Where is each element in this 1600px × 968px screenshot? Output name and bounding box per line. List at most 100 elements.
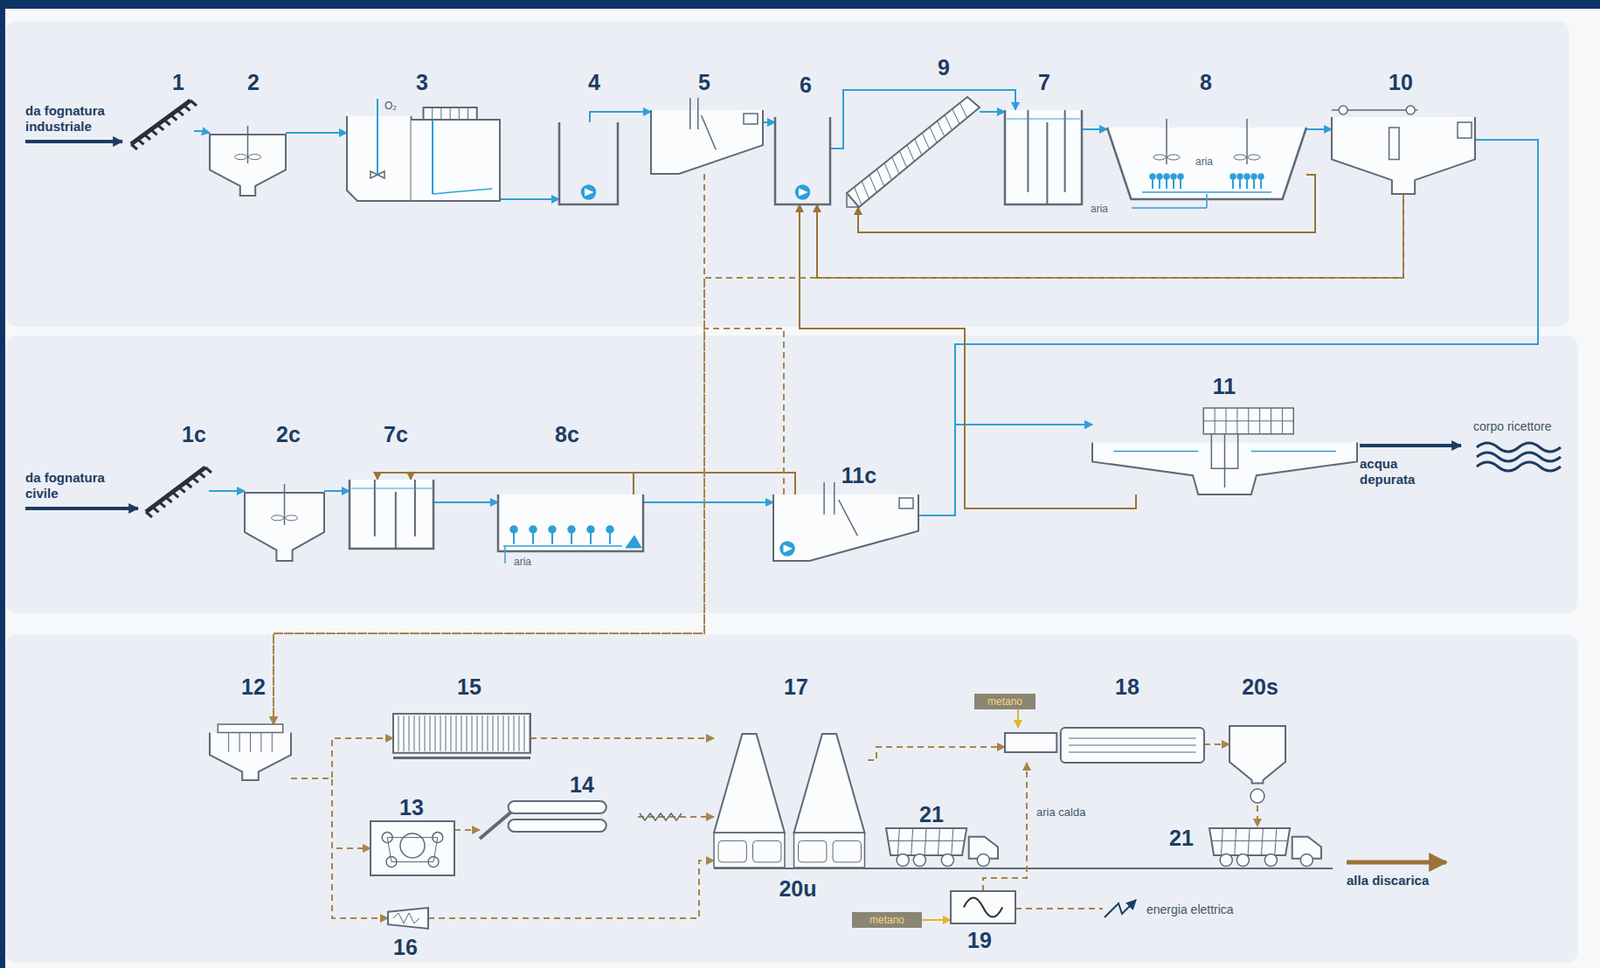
background-art-part xyxy=(5,8,1600,968)
edge-label: aria calda xyxy=(1034,805,1088,820)
screen-symbol-part xyxy=(151,129,158,135)
equipment-unit: 15 xyxy=(393,713,531,763)
truck-symbol-part xyxy=(1219,853,1233,866)
tank7-symbol xyxy=(349,479,434,549)
settler2-symbol-part xyxy=(823,482,825,515)
truck-symbol-part xyxy=(1300,853,1313,866)
flot-symbol-part xyxy=(450,107,451,120)
equipment-unit: 18 xyxy=(1004,727,1205,763)
filter-symbol xyxy=(393,713,531,763)
aer8-symbol-part xyxy=(1237,173,1243,180)
towers-symbol-part xyxy=(753,840,782,862)
flow-line xyxy=(273,328,784,725)
fuel-box: metano xyxy=(851,912,922,929)
settler-symbol-part xyxy=(743,113,758,125)
flot-symbol-part xyxy=(346,116,412,201)
silo-symbol xyxy=(1229,726,1286,806)
tank7-symbol-part xyxy=(1004,110,1082,205)
clar-symbol-part xyxy=(1113,450,1199,453)
callout-number: 5 xyxy=(698,69,711,95)
dryer-symbol-part xyxy=(1068,745,1197,747)
filter-symbol-part xyxy=(487,715,489,752)
filter-symbol-part xyxy=(424,715,426,752)
thick-symbol-part xyxy=(249,733,251,753)
belt-symbol xyxy=(479,801,638,832)
filter-symbol-part xyxy=(513,715,515,752)
aer8-symbol-part xyxy=(1232,178,1234,189)
dryer-symbol-part xyxy=(1060,727,1205,763)
filter-symbol-part xyxy=(482,715,484,752)
filter-symbol-part xyxy=(503,715,505,752)
well-symbol-part xyxy=(581,185,596,200)
equipment-unit: 10 xyxy=(1331,117,1476,194)
mixer-symbol xyxy=(244,489,325,562)
thick-symbol-part xyxy=(271,733,273,753)
equipment-unit: 7c xyxy=(349,479,434,549)
truck-symbol-part xyxy=(1260,828,1263,856)
screen-symbol-part xyxy=(177,110,184,116)
text-label: da fognatura civile xyxy=(25,470,131,502)
flot-symbol-part xyxy=(431,107,433,120)
aer8-symbol-part xyxy=(1156,173,1163,180)
flow-line xyxy=(979,110,1005,113)
background-art-part xyxy=(25,139,123,144)
filter-symbol-part xyxy=(440,715,442,752)
flot-symbol-part xyxy=(431,119,434,194)
equipment-unit: 19 xyxy=(950,891,1016,924)
screen-symbol-part xyxy=(131,100,191,145)
flow-line xyxy=(324,490,350,492)
aer8-symbol-part xyxy=(1233,154,1247,160)
aer8c-symbol-part xyxy=(512,532,515,545)
callout-number: 1c xyxy=(181,422,207,447)
screen-symbol-part xyxy=(157,124,164,131)
aer8-symbol-part xyxy=(1177,173,1184,180)
truck-symbol-part xyxy=(924,828,927,856)
press-symbol xyxy=(370,821,455,876)
equipment-unit: 11 xyxy=(1092,408,1358,495)
screw-symbol-part xyxy=(869,174,877,192)
truck-symbol xyxy=(886,826,998,868)
screen-symbol-part xyxy=(185,482,192,488)
callout-number: 4 xyxy=(588,69,601,95)
aer8c-symbol xyxy=(498,494,644,552)
callout-number: 19 xyxy=(967,928,992,953)
flow-line xyxy=(921,919,951,922)
screen-symbol-part xyxy=(164,119,171,125)
filter-symbol-part xyxy=(456,715,458,752)
aer8-symbol-part xyxy=(1142,191,1272,194)
press-symbol-part xyxy=(387,838,438,863)
aer8-symbol-part xyxy=(1131,207,1207,209)
filter-symbol-part xyxy=(435,715,437,752)
aer8-symbol-part xyxy=(1244,173,1250,180)
thick-symbol-part xyxy=(260,733,262,753)
clar-symbol-part xyxy=(1203,408,1294,435)
equipment-unit: 9 xyxy=(846,96,980,208)
background-art-part xyxy=(1476,443,1561,452)
text-label: alla discarica xyxy=(1346,872,1429,889)
screen-symbol-part xyxy=(183,105,190,111)
mixer-symbol xyxy=(209,131,286,196)
callout-number: 7 xyxy=(1038,69,1051,95)
aer8-symbol-part xyxy=(1153,154,1166,160)
truck-symbol-part xyxy=(976,853,990,866)
screen-symbol-part xyxy=(145,512,153,518)
daf-symbol-part xyxy=(1406,105,1415,115)
gen-symbol xyxy=(950,891,1016,924)
callout-number: 11 xyxy=(1212,374,1236,399)
screw-symbol-part xyxy=(929,126,937,142)
text-label: corpo ricettore xyxy=(1473,419,1552,435)
filter-symbol-part xyxy=(393,756,531,760)
flot-symbol-part xyxy=(432,188,492,194)
flot-symbol-part xyxy=(423,107,478,120)
mixer-symbol-part xyxy=(247,125,250,164)
belt-symbol-part xyxy=(508,819,607,832)
equipment-unit: 5 xyxy=(651,110,763,174)
flow-line xyxy=(428,860,714,919)
aer8-symbol-part xyxy=(1151,178,1154,189)
settler2-symbol-part xyxy=(773,494,919,562)
tank7-symbol xyxy=(1004,110,1082,205)
settler2-symbol-part xyxy=(899,498,914,509)
truck-symbol-part xyxy=(1212,840,1289,842)
screw-symbol-part xyxy=(861,180,869,199)
flow-line xyxy=(762,121,776,124)
